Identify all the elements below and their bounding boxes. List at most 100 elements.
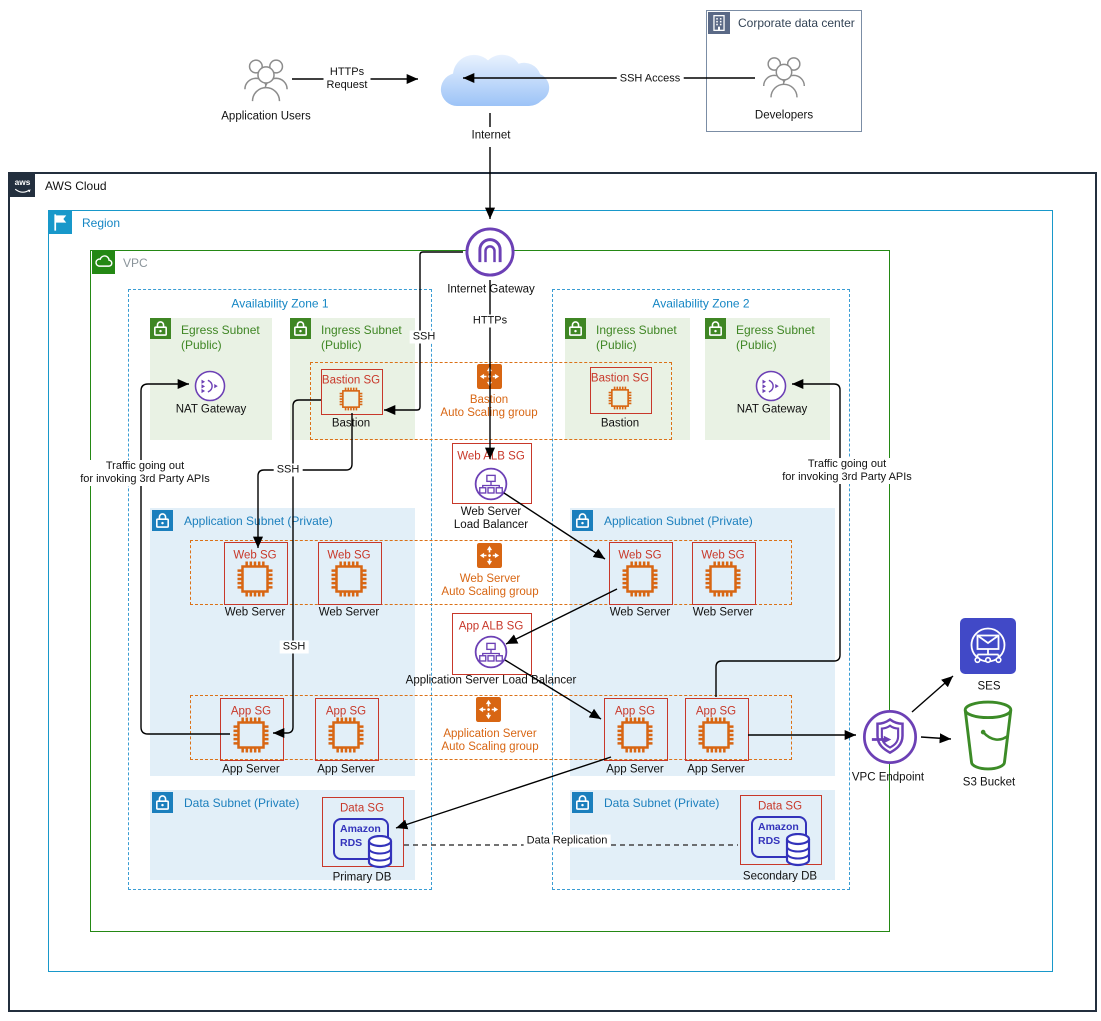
az2-web1-ec2-icon [620,559,660,599]
developers-label: Developers [754,109,814,122]
az2-nat-label: NAT Gateway [736,403,808,416]
az2-web2-label: Web Server [692,606,754,619]
region-container: Region [48,210,1053,972]
internet-label: Internet [468,129,514,143]
aws-logo-icon [10,174,35,197]
web-alb-sg-label: Web ALB SG [457,450,525,463]
ssh-app-label: SSH [279,640,309,654]
az1-egress-title: Egress Subnet [181,323,260,337]
az2-app-sg-1 [604,698,668,761]
az1-app1-ec2-icon [231,715,271,755]
az1-rds-cylinder-icon [366,835,394,869]
az2-app-sg-2 [685,698,749,761]
az1-app-lock-icon [152,510,173,531]
az2-web-sg-1 [609,542,673,605]
az1-web-sg2-label: Web SG [327,549,371,562]
az1-app-sg2-label: App SG [325,705,367,718]
az1-app1-label: App Server [222,763,280,776]
az1-bastion-label: Bastion [331,417,371,430]
az2-app2-label: App Server [687,763,745,776]
az1-app2-ec2-icon [326,715,366,755]
internet-cloud-icon [426,42,554,114]
az1-data-sg [322,797,404,867]
az1-app-subnet-title: Application Subnet (Private) [184,514,333,528]
ssh-web-label: SSH [273,463,303,477]
ssh-igw-label: SSH [409,330,439,344]
az1-ingress-lock-icon [290,318,311,339]
bastion-asg-label: Bastion [469,394,509,406]
az2-nat-gateway-icon [754,369,788,403]
az2-web2-ec2-icon [703,559,743,599]
region-title: Region [82,216,121,230]
az2-app-subnet-title: Application Subnet (Private) [604,514,753,528]
az2-app1-ec2-icon [615,715,655,755]
az1-web1-label: Web Server [224,606,286,619]
az2-web-sg1-label: Web SG [618,549,662,562]
primary-db-label: Primary DB [332,871,392,884]
az2-rds-icon: Amazon RDS [751,816,807,858]
traffic-out-right-label: Traffic going out [779,458,915,471]
s3-bucket-label: S3 Bucket [962,776,1016,789]
traffic-out-left-label: Traffic going out [77,460,213,473]
az1-web2-ec2-icon [329,559,369,599]
az2-bastion-label: Bastion [600,417,640,430]
az2-app-sg1-label: App SG [614,705,656,718]
az2-ingress-lock-icon [565,318,586,339]
application-users-label: Application Users [221,110,311,123]
az1-nat-gateway-icon [193,369,227,403]
developers-icon [758,48,810,106]
az2-egress-title: Egress Subnet [736,323,815,337]
az1-data-lock-icon [152,792,173,813]
az1-ingress-title: Ingress Subnet [321,323,402,337]
az1-title: Availability Zone 1 [231,296,329,311]
az2-bastion-sg-label: Bastion SG [590,372,650,385]
web-lb-label: Web Server [460,506,522,518]
aws-cloud-container: AWS Cloud [8,172,1097,1012]
az1-web2-label: Web Server [318,606,380,619]
ssh-access-label: SSH Access [616,72,684,86]
availability-zone-1 [128,289,432,890]
az1-web1-ec2-icon [235,559,275,599]
vpc-endpoint-label: VPC Endpoint [851,771,925,784]
az2-data-sg-label: Data SG [757,800,803,813]
web-asg-icon [477,543,502,568]
az2-data-lock-icon [572,792,593,813]
internet-gateway-icon [463,225,517,279]
az2-web1-label: Web Server [609,606,671,619]
app-asg-icon [476,697,501,722]
az1-data-sg-label: Data SG [339,802,385,815]
az2-bastion-ec2-icon [607,385,633,411]
az2-app-sg2-label: App SG [695,705,737,718]
corporate-data-center: Corporate data center [706,10,862,132]
corporate-building-icon [708,12,730,34]
az2-bastion-sg [590,367,652,414]
az1-bastion-ec2-icon [338,386,364,412]
az2-app2-ec2-icon [696,715,736,755]
corporate-title: Corporate data center [738,16,855,30]
az1-web-sg1-label: Web SG [233,549,277,562]
s3-bucket-icon [957,697,1019,775]
az1-app-sg1-label: App SG [230,705,272,718]
az2-title: Availability Zone 2 [652,296,750,311]
web-asg-label: Web Server [459,573,521,585]
az2-rds-cylinder-icon [784,833,812,867]
secondary-db-label: Secondary DB [742,870,818,883]
https-request-label: HTTPs [323,66,371,79]
aws-cloud-title: AWS Cloud [45,179,107,193]
vpc-endpoint-icon [860,707,920,767]
az1-app2-label: App Server [317,763,375,776]
az2-data-subnet-title: Data Subnet (Private) [604,796,720,810]
ses-icon [960,618,1016,674]
bastion-asg-icon [477,364,502,389]
az2-data-sg [740,795,822,865]
internet-gateway-label: Internet Gateway [447,283,535,296]
az1-data-subnet-title: Data Subnet (Private) [184,796,300,810]
az1-nat-label: NAT Gateway [175,403,247,416]
application-users-icon [239,50,293,110]
az2-app-lock-icon [572,510,593,531]
ses-label: SES [977,680,1001,693]
az2-egress-lock-icon [705,318,726,339]
az2-ingress-title: Ingress Subnet [596,323,677,337]
app-lb-label: Application Server Load Balancer [405,674,577,687]
vpc-cloud-icon [92,251,115,274]
